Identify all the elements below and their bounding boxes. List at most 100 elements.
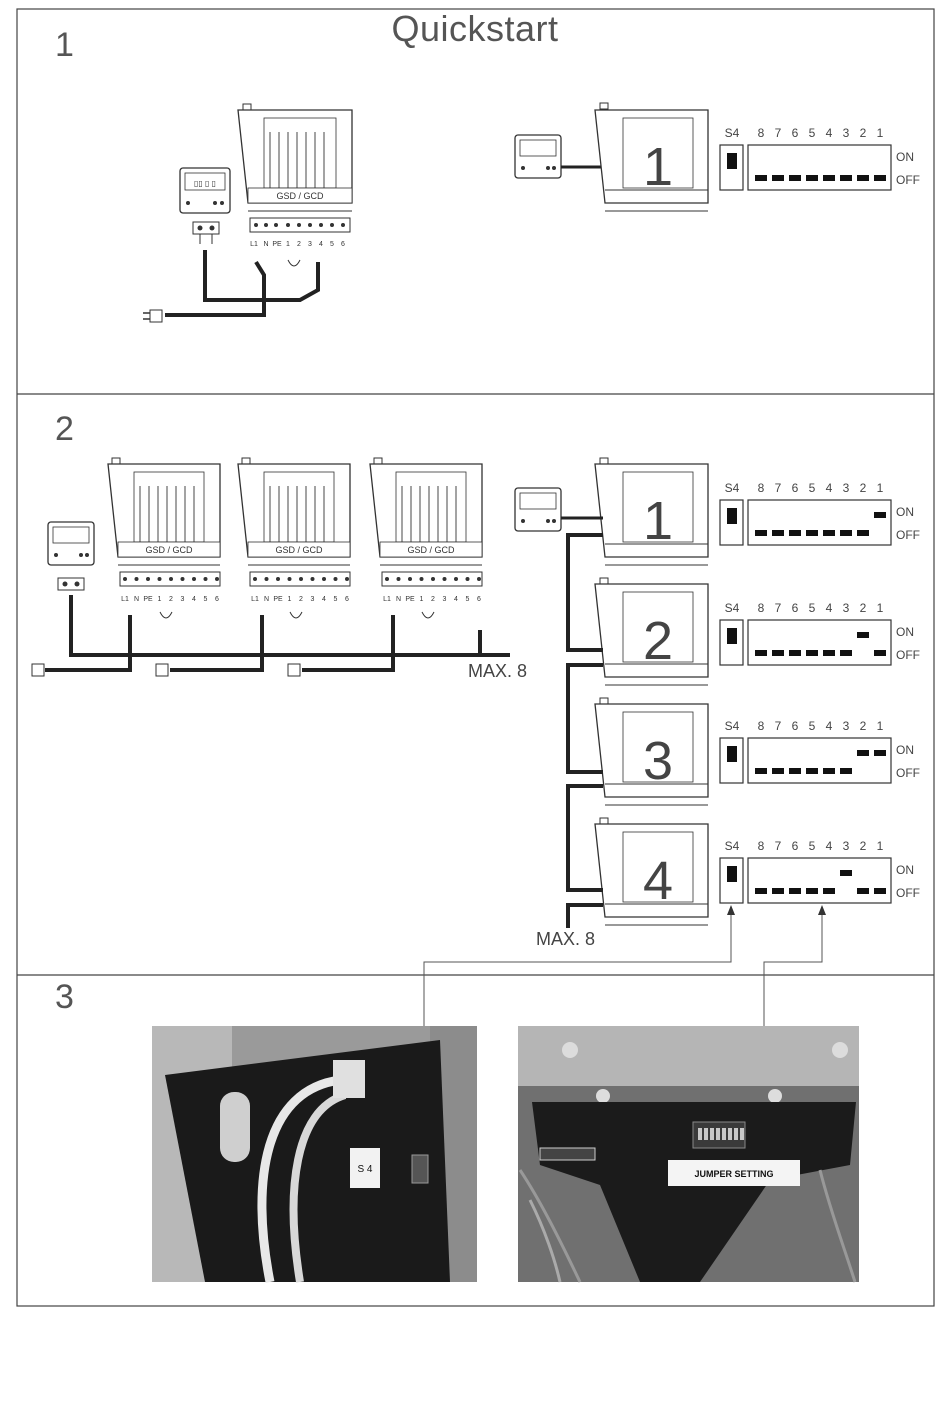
dip-switch-box <box>747 857 892 904</box>
photo-s4-location: S 4 <box>152 1026 477 1283</box>
terminal-label: N <box>264 596 269 603</box>
terminal-label: 3 <box>181 596 185 603</box>
dip-switch-number: 6 <box>792 126 799 140</box>
dip-switch-box <box>747 737 892 784</box>
section-1-wiring: ▯▯ ▯ ▯ <box>143 102 709 323</box>
dip-switch-number: 2 <box>860 601 867 615</box>
terminal-label: L1 <box>251 596 259 603</box>
dip-switch-number: 2 <box>860 839 867 853</box>
svg-text:▯▯ ▯ ▯: ▯▯ ▯ ▯ <box>194 179 216 188</box>
dip-switch-number: 7 <box>775 481 782 495</box>
address-unit-number: 3 <box>643 731 673 791</box>
svg-text:3: 3 <box>308 241 312 248</box>
dip-switch-box <box>747 499 892 546</box>
svg-text:4: 4 <box>319 241 323 248</box>
dip-switch-on <box>857 750 869 756</box>
dip-switch-off <box>789 650 801 656</box>
dip-switch-off <box>840 175 852 181</box>
dip-off-label: OFF <box>896 766 920 780</box>
terminal-label: N <box>396 596 401 603</box>
dip-switch-off <box>823 768 835 774</box>
dip-switch-number: 8 <box>758 839 765 853</box>
terminal-label: 2 <box>299 596 303 603</box>
dip-switch-off <box>857 888 869 894</box>
svg-text:2: 2 <box>297 241 301 248</box>
dip-switch-number: 5 <box>809 839 816 853</box>
dip-off-label: OFF <box>896 173 920 187</box>
dip-switch-number: 1 <box>877 481 884 495</box>
dip-switch-off <box>806 888 818 894</box>
address-unit-number: 2 <box>643 611 673 671</box>
dip-switch-off <box>772 888 784 894</box>
s4-label: S4 <box>725 481 740 495</box>
dip-switch-on <box>874 750 886 756</box>
dip-switch-number: 5 <box>809 126 816 140</box>
terminal-label: 1 <box>420 596 424 603</box>
terminal-label: N <box>134 596 139 603</box>
dip-switch-number: 5 <box>809 719 816 733</box>
terminal-label: 6 <box>215 596 219 603</box>
terminal-label: PE <box>143 596 153 603</box>
terminal-label: 6 <box>477 596 481 603</box>
dip-switch-number: 2 <box>860 719 867 733</box>
dip-on-label: ON <box>896 505 914 519</box>
dip-switch-number: 3 <box>843 481 850 495</box>
svg-text:1: 1 <box>643 137 673 197</box>
unit-model-label: GSD / GCD <box>276 191 324 201</box>
photo-dip-location: JUMPER SETTING <box>518 1026 859 1283</box>
dip-switch-off <box>874 175 886 181</box>
terminal-label: 4 <box>322 596 326 603</box>
dip-switch-off <box>806 530 818 536</box>
dip-switch-number: 6 <box>792 601 799 615</box>
address-unit-1: 1 <box>594 102 709 212</box>
dip-switch-off <box>806 768 818 774</box>
terminal-label: 2 <box>169 596 173 603</box>
address-unit-2: 2 <box>594 577 709 686</box>
dip-switch-number: 4 <box>826 839 833 853</box>
section-number-2: 2 <box>55 410 74 448</box>
dip-on-label: ON <box>896 625 914 639</box>
terminal-label: PE <box>405 596 415 603</box>
dip-switch-off <box>840 530 852 536</box>
dip-switch-off <box>823 888 835 894</box>
terminal-label: PE <box>273 596 283 603</box>
dip-off-label: OFF <box>896 886 920 900</box>
dip-switch-number: 8 <box>758 719 765 733</box>
dip-switch-number: 1 <box>877 719 884 733</box>
dip-switch-off <box>874 888 886 894</box>
max-units-label-bus: MAX. 8 <box>536 929 595 949</box>
s4-label: S4 <box>725 601 740 615</box>
dip-switch-number: 3 <box>843 126 850 140</box>
dip-switch-off <box>823 650 835 656</box>
terminal-label: 5 <box>466 596 470 603</box>
controller-device: ▯▯ ▯ ▯ <box>179 167 231 214</box>
dip-switch-on <box>874 512 886 518</box>
terminal-label: 5 <box>334 596 338 603</box>
dip-switch-number: 5 <box>809 481 816 495</box>
terminal-label: 6 <box>345 596 349 603</box>
s4-label: S4 <box>725 719 740 733</box>
pointer-arrow-s4 <box>727 905 735 915</box>
section-2-plugs <box>31 663 301 677</box>
dip-switch-number: 3 <box>843 719 850 733</box>
section-2-cables <box>45 595 510 672</box>
dip-switch-number: 7 <box>775 601 782 615</box>
dip-switch-number: 1 <box>877 126 884 140</box>
page-frame <box>16 8 935 1307</box>
dip-switch-off <box>874 650 886 656</box>
dip-switch-number: 1 <box>877 839 884 853</box>
svg-text:PE: PE <box>272 241 282 248</box>
svg-text:5: 5 <box>330 241 334 248</box>
dip-switch-number: 5 <box>809 601 816 615</box>
dip-switch-number: 7 <box>775 719 782 733</box>
